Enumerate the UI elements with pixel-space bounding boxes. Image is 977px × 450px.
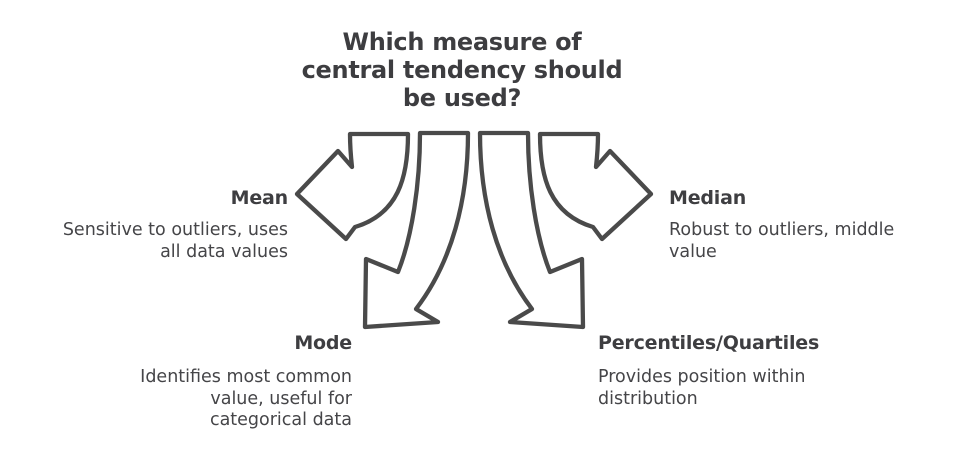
branch-percentiles-quartiles: Percentiles/Quartiles Provides position … bbox=[598, 332, 819, 410]
desc-line: categorical data bbox=[209, 410, 352, 430]
branch-percentiles-label: Percentiles/Quartiles bbox=[598, 332, 820, 354]
title-line-2: central tendency should bbox=[301, 56, 623, 84]
arrow-down-left-icon bbox=[362, 130, 471, 330]
title-line-1: Which measure of bbox=[342, 28, 582, 56]
branch-mean-label: Mean bbox=[230, 187, 289, 209]
branch-mode-description: Identifies most common value, useful for… bbox=[140, 367, 352, 432]
desc-line: all data values bbox=[160, 241, 288, 262]
arrow-down-right-icon bbox=[477, 130, 586, 330]
branch-mean: Mean Sensitive to outliers, uses all dat… bbox=[63, 187, 288, 263]
branch-mean-description: Sensitive to outliers, uses all data val… bbox=[63, 220, 288, 263]
desc-line: value bbox=[669, 241, 717, 262]
arrow-right-icon bbox=[537, 131, 654, 242]
branch-percentiles-description: Provides position within distribution bbox=[598, 367, 819, 410]
desc-line: Robust to outliers, middle bbox=[669, 220, 895, 240]
desc-line: distribution bbox=[598, 388, 698, 409]
branch-median-label: Median bbox=[669, 187, 747, 209]
branch-median-description: Robust to outliers, middle value bbox=[669, 220, 894, 263]
arrow-left-icon bbox=[294, 131, 411, 242]
branch-mode-label: Mode bbox=[294, 332, 352, 354]
desc-line: Sensitive to outliers, uses bbox=[62, 220, 288, 240]
desc-line: value, useful for bbox=[210, 388, 352, 409]
branch-mode: Mode Identifies most common value, usefu… bbox=[140, 332, 352, 432]
title-line-3: be used? bbox=[402, 84, 522, 112]
diagram-title: Which measure of central tendency should… bbox=[262, 28, 662, 112]
desc-line: Provides position within bbox=[598, 367, 806, 387]
branch-median: Median Robust to outliers, middle value bbox=[669, 187, 894, 263]
branch-arrows-graphic bbox=[285, 118, 685, 345]
desc-line: Identifies most common bbox=[140, 367, 352, 387]
